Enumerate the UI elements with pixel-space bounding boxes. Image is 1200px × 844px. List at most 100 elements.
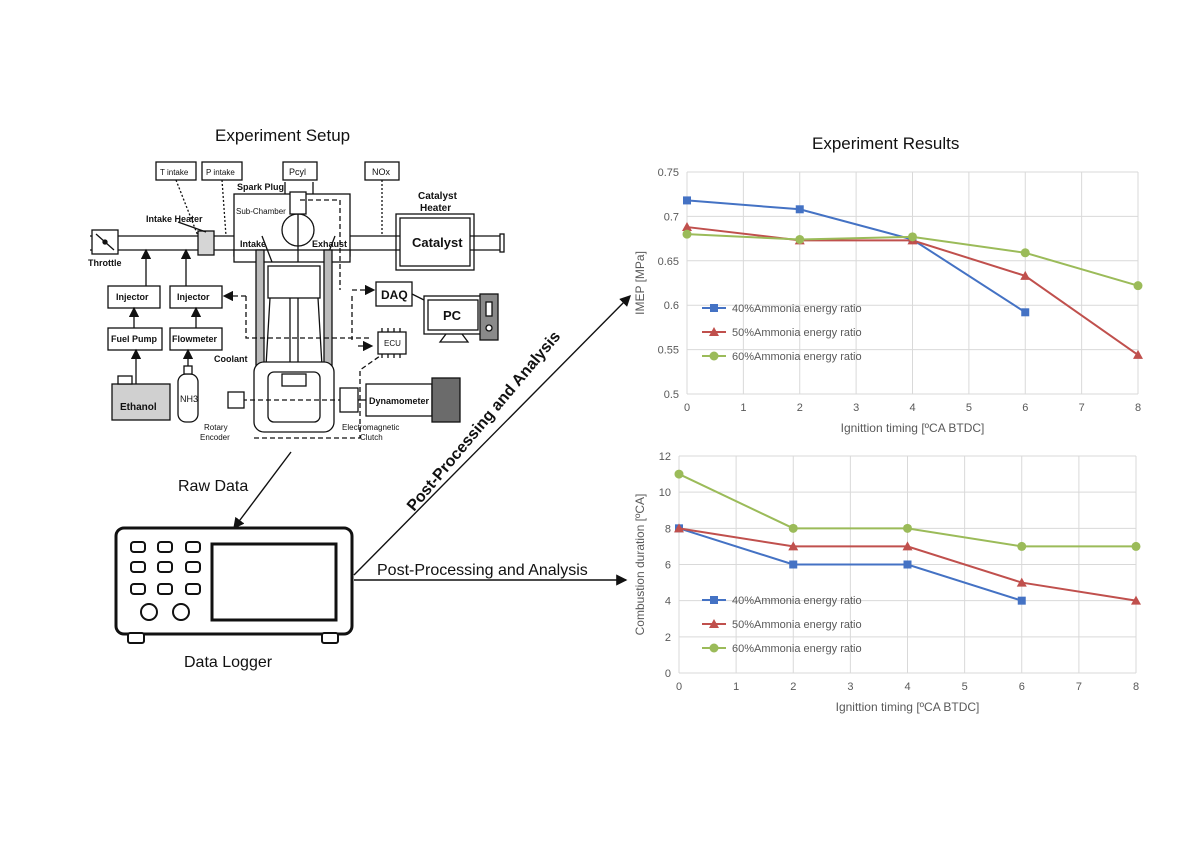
post-processing-diagonal-label: Post-Processing and Analysis <box>404 328 564 514</box>
y-tick-label: 0.75 <box>658 167 679 179</box>
legend-label: 50%Ammonia energy ratio <box>732 327 862 339</box>
logger-key <box>185 583 201 595</box>
raw-data-arrow <box>233 451 292 530</box>
raw-data-label: Raw Data <box>178 478 249 495</box>
intake-label: Intake <box>240 239 266 249</box>
x-tick-label: 1 <box>740 402 746 414</box>
legend-label: 50%Ammonia energy ratio <box>732 619 862 631</box>
y-tick-label: 0.5 <box>664 389 679 401</box>
y-axis-label: IMEP [MPa] <box>633 251 647 315</box>
p-cyl-label: Pcyl <box>289 167 306 177</box>
x-tick-label: 6 <box>1019 681 1025 693</box>
flowmeter-box <box>169 327 223 351</box>
y-tick-label: 0.7 <box>664 211 679 223</box>
x-tick-label: 8 <box>1133 681 1139 693</box>
data-point-series-1 <box>789 560 798 569</box>
data-logger-label: Data Logger <box>184 654 273 671</box>
data-point-series-3 <box>1131 541 1141 551</box>
rotary-encoder-label-1: Rotary <box>204 423 228 432</box>
data-point-series-3 <box>903 523 912 533</box>
rotary-encoder <box>227 391 245 409</box>
cylinder-wall-right <box>323 249 333 371</box>
data-point-series-2 <box>902 541 913 551</box>
y-tick-label: 2 <box>665 632 671 644</box>
legend-marker <box>709 643 719 653</box>
y-tick-label: 8 <box>665 523 671 535</box>
daq-label: DAQ <box>381 288 408 302</box>
fuel-pump-label: Fuel Pump <box>111 334 158 344</box>
intake-heater-box <box>197 230 215 256</box>
data-point-series-1 <box>795 205 804 214</box>
y-tick-label: 0.55 <box>658 345 679 357</box>
logger-key <box>130 561 146 573</box>
piston <box>267 265 321 299</box>
data-point-series-2 <box>1020 270 1031 280</box>
logger-key <box>130 583 146 595</box>
legend-marker <box>709 619 719 628</box>
x-axis-label: Ignittion timing [ºCA BTDC] <box>841 421 985 435</box>
data-logger-screen <box>210 542 338 622</box>
legend-marker <box>709 327 719 336</box>
pc-tower <box>479 293 499 341</box>
legend-marker <box>710 304 718 312</box>
y-tick-label: 6 <box>665 560 671 572</box>
data-point-series-3 <box>1020 248 1030 258</box>
logger-knob <box>172 603 190 621</box>
clutch-label-2: Clutch <box>360 433 383 442</box>
x-tick-label: 5 <box>962 681 968 693</box>
ethanol-label: Ethanol <box>120 402 157 413</box>
data-point-series-1 <box>683 196 691 205</box>
data-point-series-2 <box>788 541 799 551</box>
clutch-label-1: Electromagnetic <box>342 423 399 432</box>
y-tick-label: 12 <box>659 451 671 463</box>
nox-label: NOx <box>372 167 391 177</box>
logger-knob <box>140 603 158 621</box>
data-point-series-1 <box>1021 308 1030 317</box>
exhaust-label: Exhaust <box>312 239 347 249</box>
rotary-encoder-label-2: Encoder <box>200 433 230 442</box>
logger-key <box>185 541 201 553</box>
data-point-series-3 <box>1017 541 1027 551</box>
x-tick-label: 0 <box>684 402 690 414</box>
dynamometer-label: Dynamometer <box>369 396 430 406</box>
x-tick-label: 2 <box>790 681 796 693</box>
x-tick-label: 0 <box>676 681 682 693</box>
legend-label: 40%Ammonia energy ratio <box>732 303 862 315</box>
diagonal-post-processing-arrow <box>353 295 631 576</box>
y-axis-label: Combustion duration [ºCA] <box>633 494 647 636</box>
data-point-series-2 <box>1133 349 1143 359</box>
y-tick-label: 0 <box>665 668 671 680</box>
data-point-series-2 <box>1016 577 1027 587</box>
data-point-series-1 <box>903 560 912 569</box>
series-line-1 <box>686 199 1026 314</box>
ethanol-tank <box>111 383 171 421</box>
daq-box <box>375 281 413 307</box>
coolant-label: Coolant <box>214 354 248 364</box>
data-point-series-3 <box>795 234 805 244</box>
x-tick-label: 3 <box>847 681 853 693</box>
legend-marker <box>710 596 718 604</box>
intake-heater-label: Intake Heater <box>146 214 203 224</box>
experiment-setup-title: Experiment Setup <box>215 126 351 145</box>
data-point-series-2 <box>682 222 692 232</box>
cylinder-wall-left <box>255 249 265 371</box>
injector-nh3-label: Injector <box>177 292 210 302</box>
catalyst-label: Catalyst <box>412 235 463 250</box>
throttle-label: Throttle <box>88 258 122 268</box>
logger-key <box>185 561 201 573</box>
y-tick-label: 4 <box>665 596 671 608</box>
nh3-label: NH3 <box>180 394 198 404</box>
x-tick-label: 6 <box>1022 402 1028 414</box>
x-tick-label: 7 <box>1079 402 1085 414</box>
exhaust-pipe <box>340 235 500 251</box>
data-point-series-3 <box>908 232 917 242</box>
legend-label: 60%Ammonia energy ratio <box>732 643 862 655</box>
y-tick-label: 0.6 <box>664 300 679 312</box>
spark-plug <box>289 191 307 215</box>
electromagnetic-clutch <box>339 387 359 413</box>
t-intake-label: T intake <box>160 168 189 177</box>
ecu-label: ECU <box>384 339 401 348</box>
